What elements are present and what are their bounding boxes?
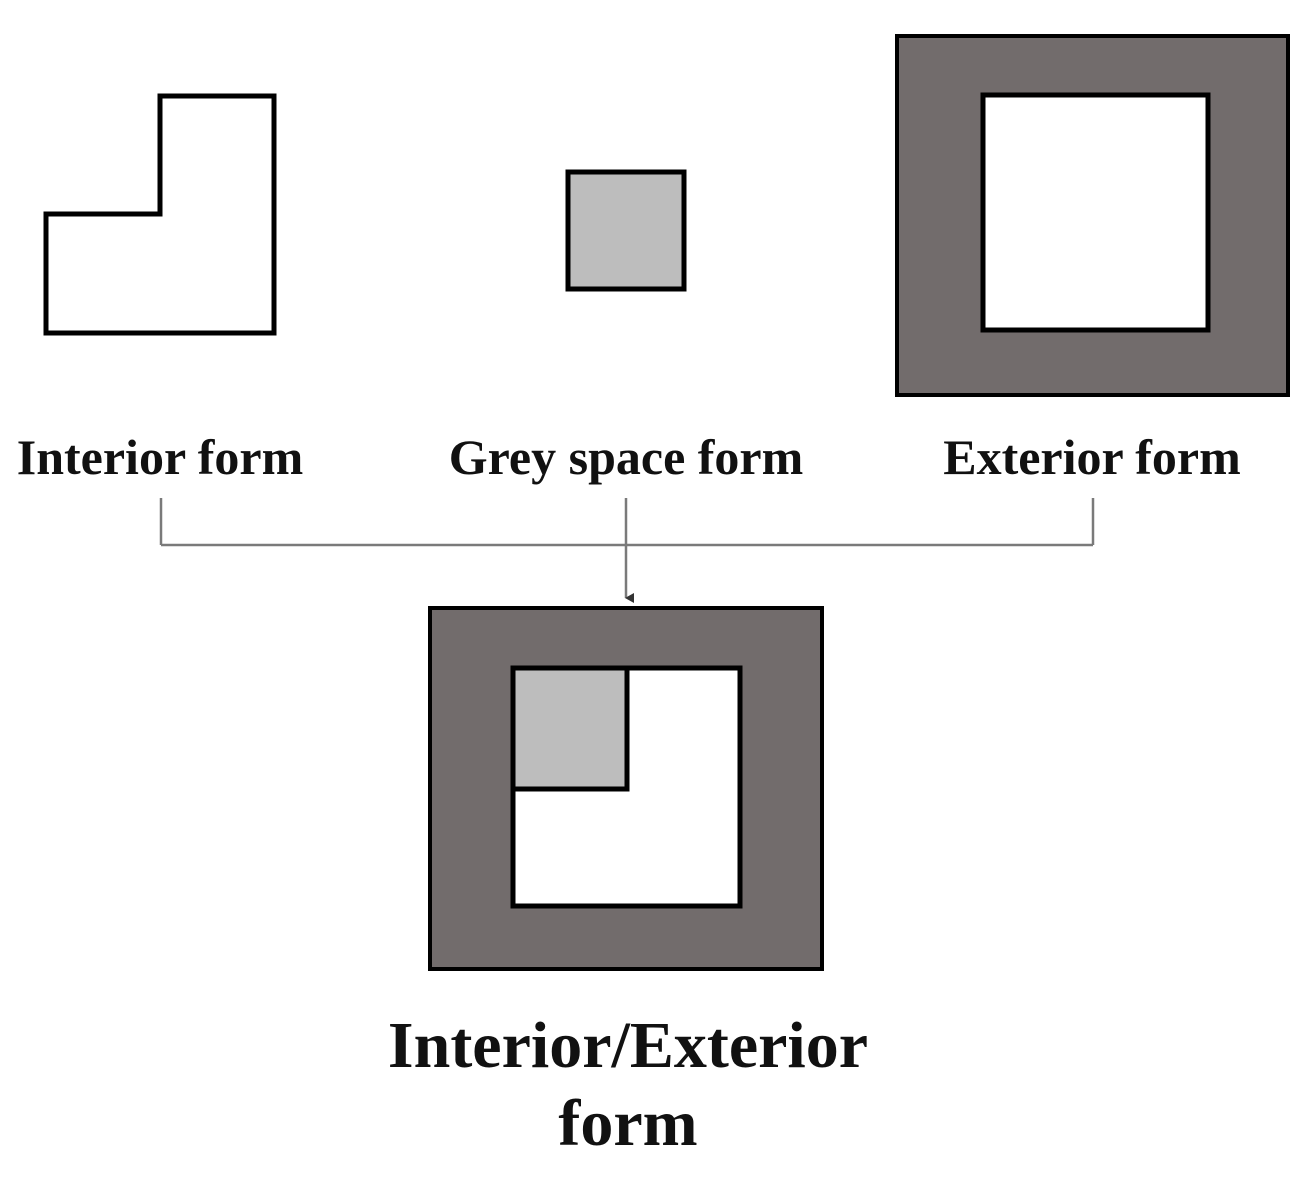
combined-form-shape bbox=[428, 606, 824, 971]
exterior-form-shape bbox=[895, 34, 1290, 397]
grey-space-form-shape bbox=[565, 169, 687, 292]
interior-form-shape bbox=[43, 93, 277, 336]
grey-space-form-label: Grey space form bbox=[449, 429, 804, 485]
exterior-form-label: Exterior form bbox=[943, 429, 1241, 485]
combined-form-label-line1: Interior/Exterior bbox=[388, 1009, 868, 1082]
connector-lines bbox=[159, 498, 1095, 603]
interior-form-label: Interior form bbox=[17, 429, 303, 485]
combined-grey-square bbox=[510, 665, 630, 792]
combined-form-label-line2: form bbox=[558, 1087, 697, 1160]
